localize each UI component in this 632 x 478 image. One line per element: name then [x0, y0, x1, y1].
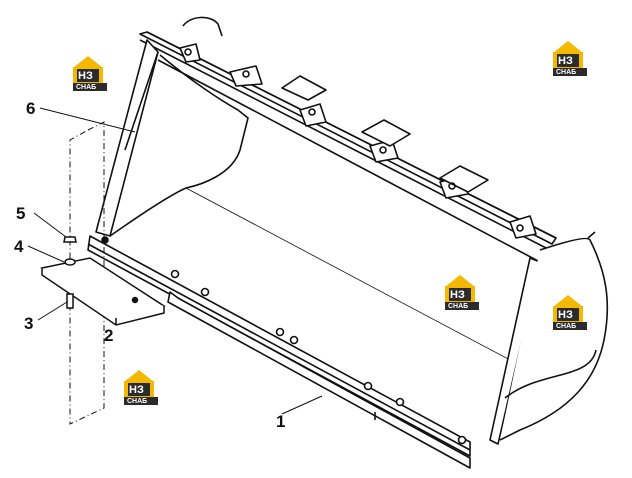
- callout-3: 3: [24, 314, 33, 333]
- bucket: [87, 16, 609, 469]
- callout-5: 5: [16, 204, 25, 223]
- callout-4: 4: [14, 237, 24, 256]
- svg-text:СНАБ: СНАБ: [448, 303, 468, 310]
- svg-text:НЗ: НЗ: [129, 384, 144, 396]
- callout-2: 2: [104, 326, 113, 345]
- leader-lines: [27, 107, 323, 415]
- callout-6: 6: [26, 99, 35, 118]
- callout-1: 1: [276, 412, 285, 431]
- svg-text:НЗ: НЗ: [558, 309, 573, 321]
- svg-text:СНАБ: СНАБ: [76, 84, 96, 91]
- svg-text:СНАБ: СНАБ: [556, 323, 576, 330]
- svg-text:НЗ: НЗ: [78, 70, 93, 82]
- watermark-logo: НЗ СНАБ: [124, 370, 158, 405]
- exploded-parts: [40, 121, 166, 425]
- svg-text:СНАБ: СНАБ: [127, 398, 147, 405]
- svg-text:СНАБ: СНАБ: [556, 69, 576, 76]
- watermark-logo: НЗ СНАБ: [553, 41, 587, 76]
- svg-text:НЗ: НЗ: [450, 289, 465, 301]
- watermark-logo: НЗ СНАБ: [73, 56, 107, 91]
- svg-text:НЗ: НЗ: [558, 55, 573, 67]
- watermark-logo: НЗ СНАБ: [553, 295, 587, 330]
- watermark-logo: НЗ СНАБ: [445, 275, 479, 310]
